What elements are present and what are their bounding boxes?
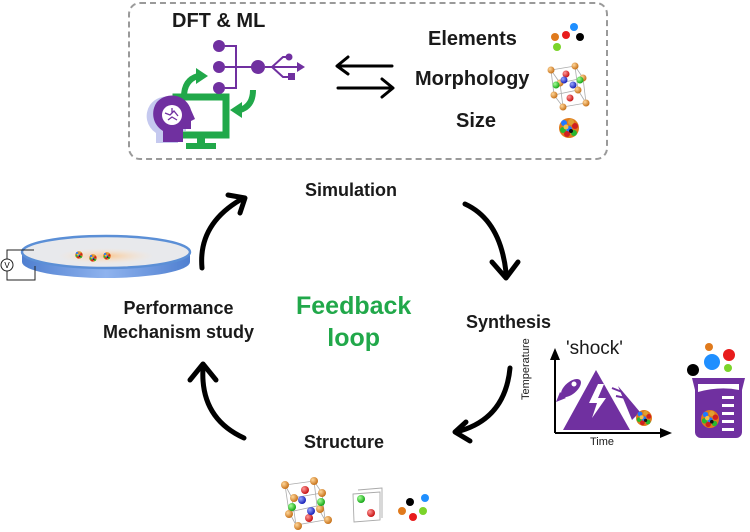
synthesis-label: Synthesis <box>466 312 552 332</box>
nanoparticle-cluster-icon <box>559 118 579 138</box>
dft-ml-panel <box>128 2 608 160</box>
structure-element-dots-icon <box>398 494 429 521</box>
shock-plot-icon <box>550 348 672 438</box>
rocket-icon <box>556 379 581 402</box>
structure-label: Structure <box>304 432 385 452</box>
size-label: Size <box>456 110 497 132</box>
feedback-loop-label: Feedback loop <box>296 290 411 354</box>
dft-ml-title: DFT & ML <box>172 10 266 32</box>
arrow-to-performance <box>187 361 247 441</box>
arrow-to-structure <box>452 365 513 444</box>
structure-unitcell-icon <box>352 487 383 523</box>
elements-label: Elements <box>428 28 517 50</box>
ai-brain-computer-network-icon <box>146 40 305 149</box>
shock-title: 'shock' <box>566 338 623 359</box>
feedback-loop-line1: Feedback <box>296 292 412 320</box>
feedback-loop-line2: loop <box>327 324 381 352</box>
electrode-dish-icon <box>20 234 192 278</box>
arrow-to-simulation <box>199 192 248 271</box>
comet-particle-icon <box>611 386 652 426</box>
performance-label-line2: Mechanism study <box>103 322 255 342</box>
performance-label: Performance Mechanism study <box>103 296 254 344</box>
voltmeter-label: V <box>4 261 10 270</box>
shock-xlabel: Time <box>590 436 615 448</box>
usb-icon <box>251 53 305 80</box>
simulation-label: Simulation <box>305 180 398 200</box>
element-dots-icon <box>551 23 584 51</box>
structure-lattice-icon <box>281 477 332 530</box>
cycle-arrow-icon <box>181 73 200 98</box>
morphology-label: Morphology <box>415 68 530 90</box>
arrow-to-synthesis <box>462 201 521 281</box>
bidirectional-arrows-icon <box>335 55 395 99</box>
performance-label-line1: Performance <box>123 298 234 318</box>
voltmeter-icon: V <box>0 249 36 281</box>
beaker-icon <box>687 343 745 438</box>
shock-ylabel: Temperature <box>520 338 532 400</box>
crystal-lattice-icon <box>547 62 590 111</box>
